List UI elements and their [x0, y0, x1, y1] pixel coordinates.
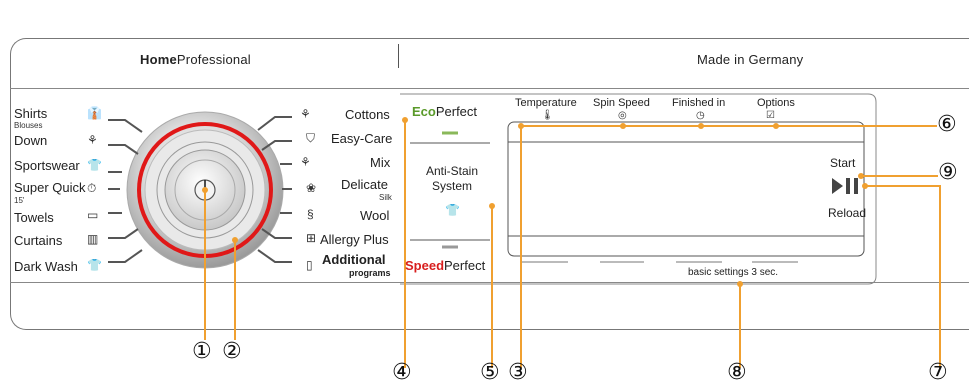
timer-icon: ◷ — [696, 110, 705, 121]
panel-top-divider — [10, 88, 969, 89]
callout-7: ⑦ — [928, 360, 948, 385]
callout-5: ⑤ — [480, 360, 500, 385]
stopwatch-icon: ⏱ — [87, 181, 97, 195]
finished-in-label[interactable]: Finished in — [672, 97, 726, 109]
program-down-label[interactable]: Down — [14, 133, 48, 148]
mix-icon: ⚘ — [300, 155, 311, 169]
callout-3: ③ — [508, 360, 528, 385]
start-pause-icon[interactable] — [832, 178, 858, 194]
program-super-quick-sub: 15' — [14, 196, 25, 205]
anti-stain-label-line1: Anti-Stain — [425, 164, 479, 178]
anti-stain-shirt-icon: 👕 — [445, 203, 460, 217]
callout-6: ⑥ — [937, 112, 957, 137]
callout-2: ② — [222, 339, 242, 364]
towel-icon: ▭ — [87, 208, 99, 222]
program-curtains-label[interactable]: Curtains — [14, 233, 63, 248]
option-sub-panel — [400, 93, 877, 285]
callout-9: ⑨ — [938, 160, 958, 185]
made-in-label: Made in Germany — [697, 52, 804, 67]
callout-leader-lines — [204, 120, 941, 368]
start-label[interactable]: Start — [830, 156, 856, 170]
spin-icon: ◎ — [618, 110, 627, 121]
program-sportswear-label[interactable]: Sportswear — [14, 158, 80, 173]
program-super-quick-label[interactable]: Super Quick — [14, 180, 86, 195]
program-shirts-label[interactable]: Shirts — [14, 106, 48, 121]
allergy-plus-icon: ⊞ — [306, 231, 317, 245]
brand-logo: HomeProfessional — [140, 52, 251, 67]
options-label[interactable]: Options — [757, 97, 795, 109]
panel-bottom-divider — [10, 282, 969, 283]
anti-stain-button[interactable]: Anti-Stain System — [404, 164, 500, 194]
shirt-icon: 👔 — [87, 106, 102, 120]
display-window — [507, 121, 865, 263]
program-shirts-sub: Blouses — [14, 121, 43, 130]
speed-perfect-button[interactable]: SpeedPerfect — [405, 258, 486, 273]
dark-shirt-icon: 👕 — [87, 258, 102, 272]
additional-icon: ▯ — [306, 258, 313, 272]
program-additional-label[interactable]: Additional — [322, 252, 386, 267]
program-additional-sub: programs — [349, 268, 391, 278]
program-mix-label[interactable]: Mix — [370, 155, 391, 170]
eco-perfect-button[interactable]: EcoPerfect — [412, 104, 478, 119]
anti-stain-label-line2: System — [431, 179, 472, 193]
options-icon: ☑ — [766, 110, 775, 121]
reload-label[interactable]: Reload — [828, 206, 867, 220]
callout-1: ① — [192, 339, 212, 364]
program-delicate-label[interactable]: Delicate — [341, 177, 388, 192]
cottons-icon: ⚘ — [300, 107, 311, 121]
wool-icon: § — [307, 207, 314, 221]
basic-settings-label: basic settings 3 sec. — [688, 267, 779, 278]
right-program-ticks — [257, 116, 292, 263]
spin-speed-label[interactable]: Spin Speed — [593, 97, 650, 109]
delicate-icon: ❀ — [306, 181, 317, 195]
callout-8: ⑧ — [727, 360, 747, 385]
program-towels-label[interactable]: Towels — [14, 210, 54, 225]
program-easy-care-label[interactable]: Easy-Care — [331, 131, 393, 146]
program-delicate-sub: Silk — [379, 193, 392, 202]
program-dark-wash-label[interactable]: Dark Wash — [14, 259, 78, 274]
header-separator — [398, 44, 399, 68]
thermometer-icon: 🌡 — [541, 110, 554, 121]
sport-shirt-icon: 👕 — [87, 158, 102, 172]
program-allergy-plus-label[interactable]: Allergy Plus — [320, 232, 389, 247]
program-wool-label[interactable]: Wool — [360, 208, 390, 223]
callout-dots — [202, 117, 868, 287]
callout-4: ④ — [392, 360, 412, 385]
temperature-label[interactable]: Temperature — [515, 97, 577, 109]
program-cottons-label[interactable]: Cottons — [345, 107, 390, 122]
curtain-icon: ▥ — [87, 232, 99, 246]
easy-care-icon: ⛉ — [306, 131, 316, 145]
feather-icon: ⚘ — [87, 133, 98, 147]
left-program-ticks — [108, 119, 143, 263]
